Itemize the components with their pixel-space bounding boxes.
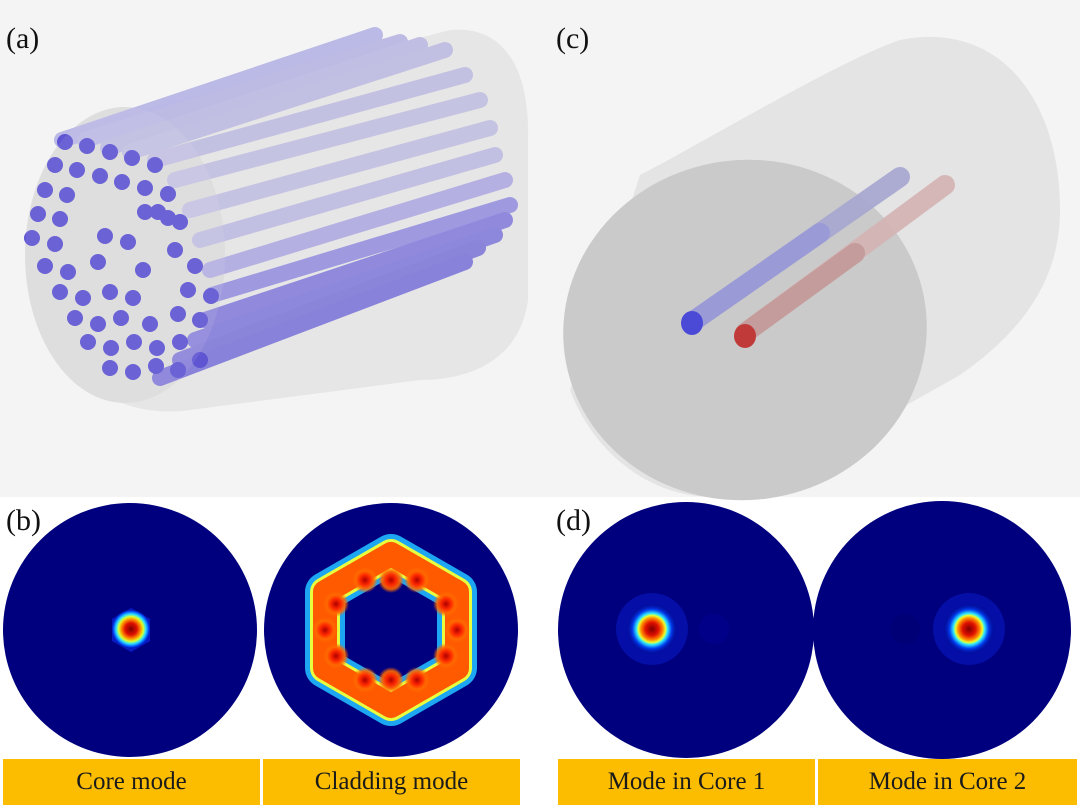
- core-mode-field: [3, 503, 257, 757]
- core1-mode-field: [558, 502, 814, 758]
- panel-label-a: (a): [6, 22, 39, 55]
- panel-label-c: (c): [556, 22, 589, 55]
- cladding-mode-field: [264, 503, 518, 757]
- caption-core-mode: Core mode: [3, 759, 260, 805]
- panel-label-d: (d): [556, 504, 591, 537]
- core2-mode-field: [813, 501, 1071, 759]
- caption-mode-core-1: Mode in Core 1: [558, 759, 815, 805]
- caption-mode-core-2: Mode in Core 2: [818, 759, 1077, 805]
- caption-cladding-mode: Cladding mode: [263, 759, 520, 805]
- panel-label-b: (b): [6, 504, 41, 537]
- multicore-fiber-render: [24, 27, 529, 412]
- twocore-fiber-render: [563, 36, 1060, 501]
